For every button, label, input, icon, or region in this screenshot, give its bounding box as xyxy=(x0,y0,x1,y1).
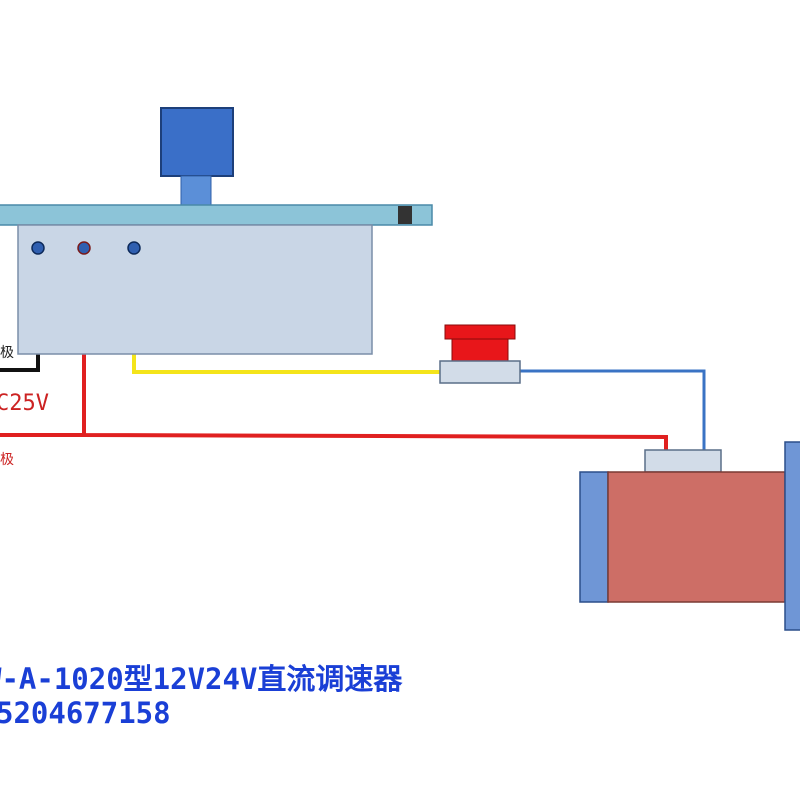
knob-shaft xyxy=(180,175,212,207)
mounting-rail xyxy=(0,204,433,226)
switch-cap-body[interactable] xyxy=(451,338,509,362)
push-switch xyxy=(439,324,521,384)
switch-base xyxy=(439,360,521,384)
product-title: W-A-1020型12V24V直流调速器 xyxy=(0,662,403,696)
motor-connector xyxy=(644,449,722,473)
terminal-positive[interactable] xyxy=(77,241,91,255)
motor-end-cap-right xyxy=(784,441,800,631)
blue-wire xyxy=(520,369,706,450)
black-wire-label: 极 xyxy=(0,345,14,361)
terminal-negative[interactable] xyxy=(31,241,45,255)
controller-box xyxy=(17,224,373,355)
switch-cap-top[interactable] xyxy=(444,324,516,340)
motor-end-cap-left xyxy=(579,471,609,603)
speed-controller xyxy=(0,107,433,355)
terminal-output[interactable] xyxy=(127,241,141,255)
rail-end-block xyxy=(398,206,412,224)
dc-motor xyxy=(579,441,800,631)
motor-body xyxy=(607,471,786,603)
red-wire-label: 极 xyxy=(0,452,14,468)
contact-number: 5204677158 xyxy=(0,696,171,730)
controller-knob[interactable] xyxy=(160,107,234,177)
voltage-label: C25V xyxy=(0,391,49,416)
